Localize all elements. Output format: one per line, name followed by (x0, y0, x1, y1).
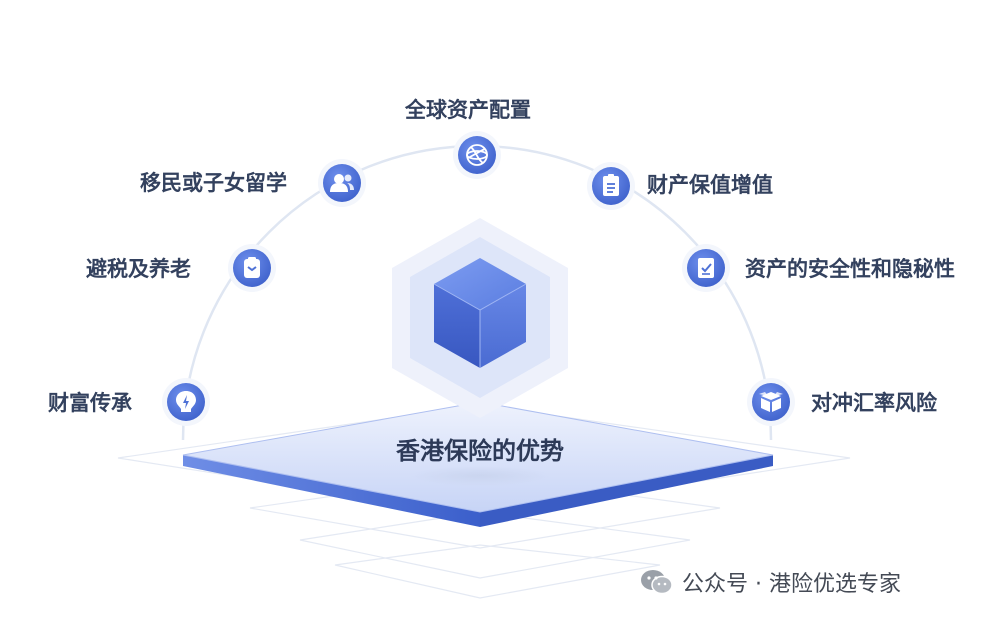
watermark-text: 公众号 · 港险优选专家 (682, 572, 901, 597)
node-lightbulb (162, 378, 210, 426)
item-label-immigration-study: 移民或子女留学 (140, 171, 287, 195)
clipboard-icon (244, 257, 260, 278)
users-icon (330, 174, 354, 192)
node-globe (453, 131, 501, 179)
item-label-tax-pension: 避税及养老 (86, 257, 191, 281)
node-checklist (682, 244, 730, 292)
box-icon (759, 392, 783, 412)
node-clipboard (228, 244, 276, 292)
cube-icon (433, 258, 527, 368)
item-label-fx-hedge: 对冲汇率风险 (811, 391, 937, 415)
globe-icon (466, 144, 488, 166)
wechat-icon (641, 570, 673, 595)
watermark: 公众号 · 港险优选专家 (640, 566, 901, 598)
document-icon (603, 174, 619, 196)
item-label-asset-appreciation: 财产保值增值 (647, 173, 773, 197)
item-label-asset-security: 资产的安全性和隐秘性 (745, 257, 955, 281)
lightbulb-icon (176, 391, 196, 412)
checklist-icon (698, 258, 714, 278)
item-label-wealth-inheritance: 财富传承 (48, 391, 132, 415)
item-label-global-allocation: 全球资产配置 (405, 98, 531, 122)
node-users (318, 159, 366, 207)
center-title: 香港保险的优势 (396, 437, 564, 465)
node-box (747, 378, 795, 426)
node-document (587, 162, 635, 210)
platform (182, 401, 774, 527)
